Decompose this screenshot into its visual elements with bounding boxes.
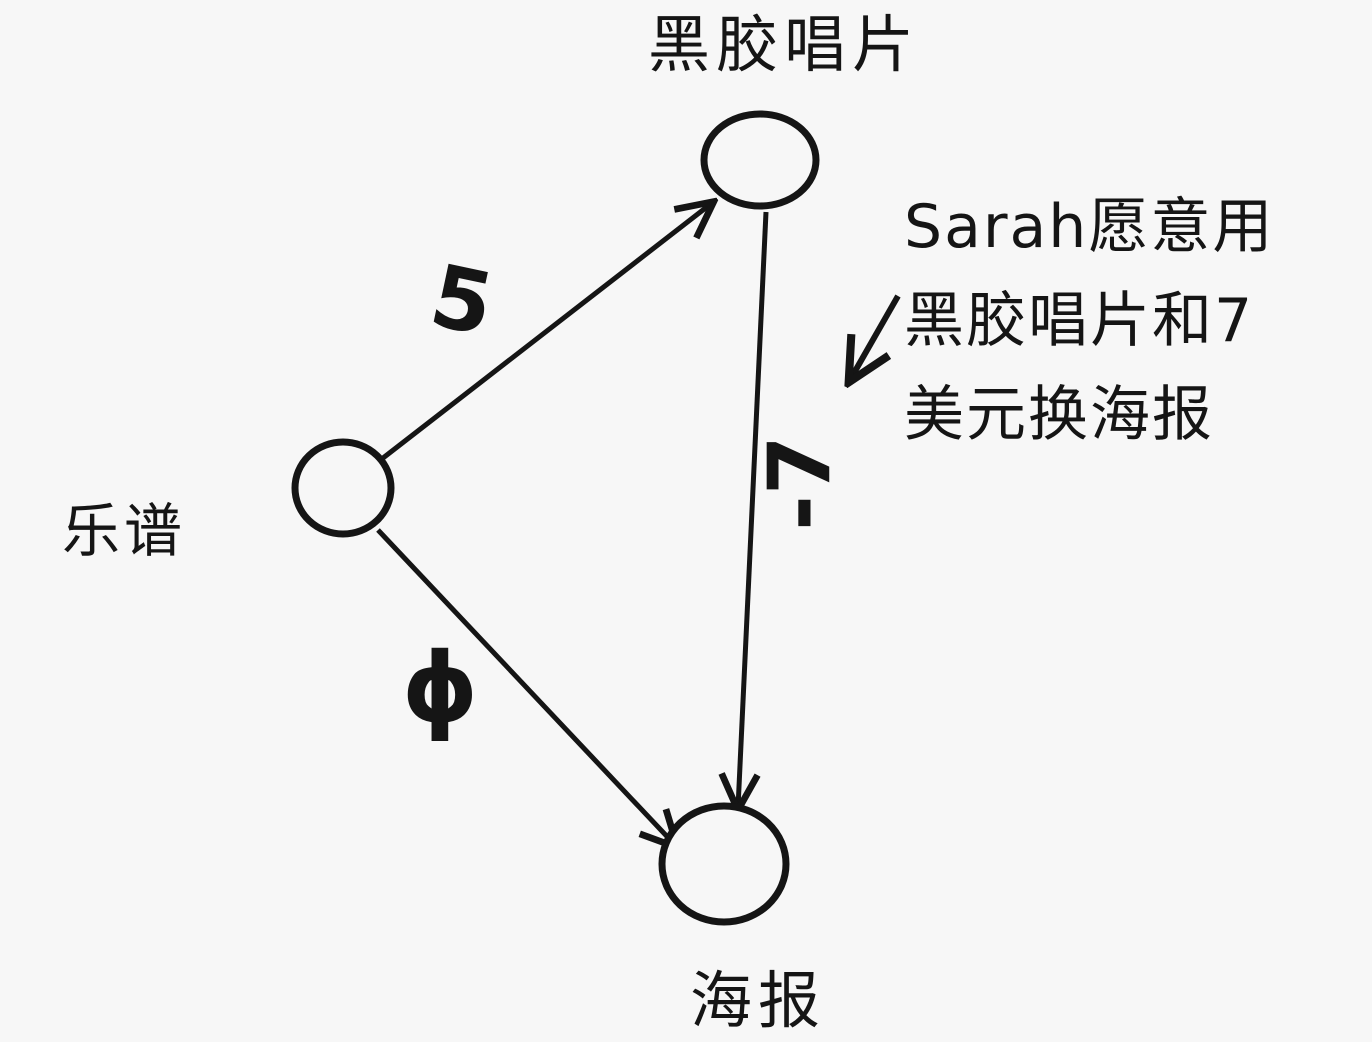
annotation-line: Sarah愿意用 [904,192,1275,262]
edge-weight-vinyl-to-poster: -7 [749,435,850,531]
note-pointer-arrow [850,294,901,380]
annotation-note: Sarah愿意用 黑胶唱片和7 美元换海报 [904,180,1364,462]
annotation-line: 美元换海报 [904,380,1214,450]
edge-vinyl-to-poster [738,211,769,808]
node-vinyl [700,110,820,210]
annotation-line: 黑胶唱片和7 [904,286,1255,356]
edge-weight-sheet-to-poster: ϕ [402,632,479,744]
edge-sheet-to-vinyl [381,203,712,460]
node-label-vinyl: 黑胶唱片 [648,8,921,81]
node-poster [658,802,790,926]
edge-sheet-to-poster [376,528,676,846]
node-label-poster: 海报 [690,964,827,1037]
node-sheet-music [291,438,395,538]
node-label-sheet-music: 乐谱 [62,497,187,565]
